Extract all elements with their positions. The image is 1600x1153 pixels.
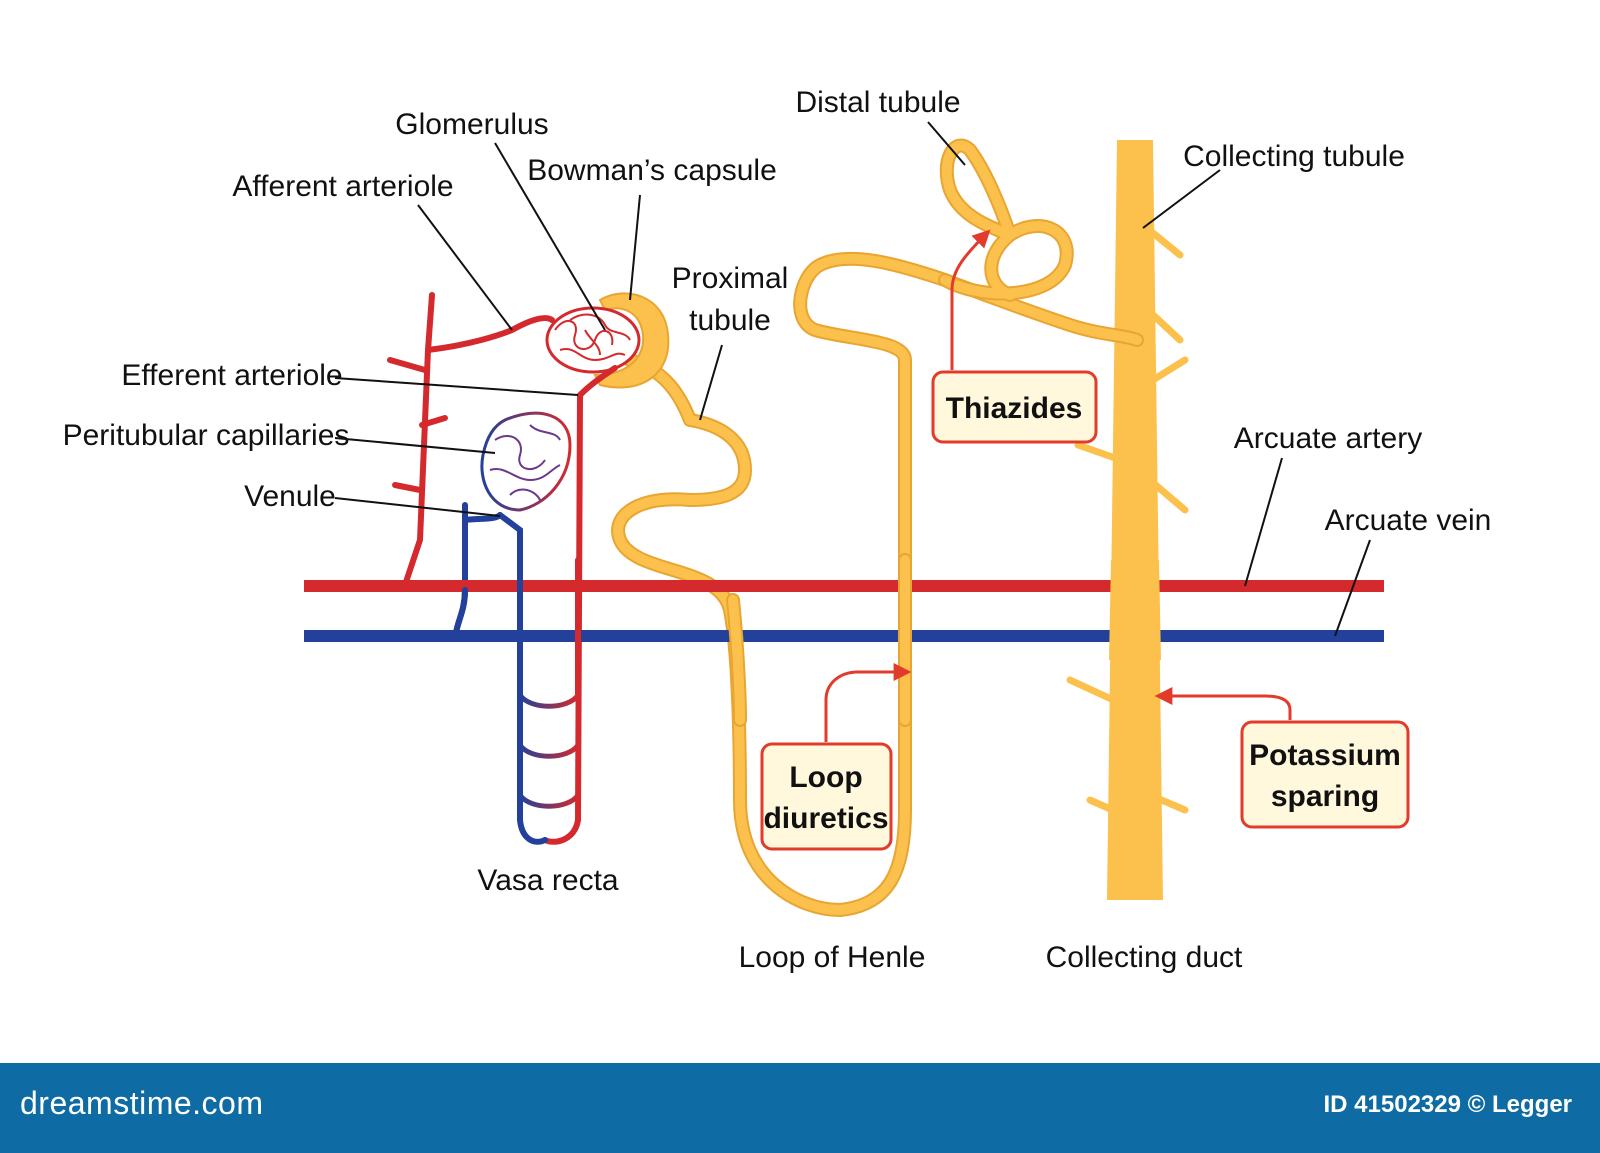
peritubular-capillaries-label: Peritubular capillaries bbox=[63, 419, 350, 452]
loop-diuretics-box: Loop diuretics bbox=[760, 742, 893, 851]
venule-label: Venule bbox=[244, 480, 336, 513]
collecting-duct-overlay bbox=[1109, 560, 1161, 660]
collecting-tubule-label: Collecting tubule bbox=[1183, 140, 1405, 173]
arterial-vessels bbox=[387, 292, 618, 845]
venous-vessels bbox=[453, 502, 548, 845]
collecting-duct bbox=[1066, 140, 1189, 900]
peritubular-capillaries bbox=[480, 411, 572, 512]
vasa-recta-label: Vasa recta bbox=[477, 864, 618, 897]
efferent-arteriole-label: Efferent arteriole bbox=[121, 359, 342, 392]
distal-tubule-label: Distal tubule bbox=[795, 86, 960, 119]
proximal-tubule-label-line1: Proximal bbox=[672, 262, 789, 295]
glomerulus bbox=[545, 306, 641, 374]
afferent-arteriole-label: Afferent arteriole bbox=[232, 170, 453, 203]
potassium-sparing-label-line1: Potassium bbox=[1249, 739, 1401, 772]
glomerulus-label: Glomerulus bbox=[395, 108, 548, 141]
vasa-recta-rungs bbox=[517, 693, 581, 809]
arrow-potassium-sparing bbox=[1154, 687, 1292, 720]
arcuate-vein bbox=[304, 630, 1384, 642]
arrow-thiazides bbox=[950, 229, 991, 370]
leader-lines bbox=[334, 121, 1371, 637]
arcuate-vein-label: Arcuate vein bbox=[1325, 504, 1492, 537]
thiazides-label: Thiazides bbox=[946, 392, 1083, 425]
bowmans-capsule bbox=[593, 292, 670, 389]
bowmans-capsule-label: Bowman’s capsule bbox=[527, 154, 777, 187]
potassium-sparing-label-line2: sparing bbox=[1271, 780, 1379, 813]
brand-watermark[interactable]: dreamstime.com bbox=[20, 1085, 264, 1121]
vessel-overlays bbox=[453, 553, 912, 727]
nephron-diagram: Thiazides Loop diuretics Potassium spari… bbox=[63, 86, 1492, 974]
footer-bar: dreamstime.com ID 41502329 © Legger bbox=[0, 1063, 1600, 1153]
thiazides-box: Thiazides bbox=[931, 370, 1098, 444]
potassium-sparing-box: Potassium sparing bbox=[1240, 720, 1410, 829]
loop-diuretics-label-line2: diuretics bbox=[763, 802, 888, 835]
structure-labels: Glomerulus Bowman’s capsule Afferent art… bbox=[63, 86, 1492, 974]
arrow-loop-diuretics bbox=[824, 663, 912, 742]
image-credit: ID 41502329 © Legger bbox=[1323, 1091, 1572, 1118]
loop-diuretics-label-line1: Loop bbox=[789, 761, 862, 794]
loop-of-henle-label: Loop of Henle bbox=[739, 941, 926, 974]
collecting-duct-label: Collecting duct bbox=[1046, 941, 1243, 974]
proximal-tubule-label-line2: tubule bbox=[689, 304, 771, 337]
arcuate-artery-label: Arcuate artery bbox=[1234, 422, 1422, 455]
